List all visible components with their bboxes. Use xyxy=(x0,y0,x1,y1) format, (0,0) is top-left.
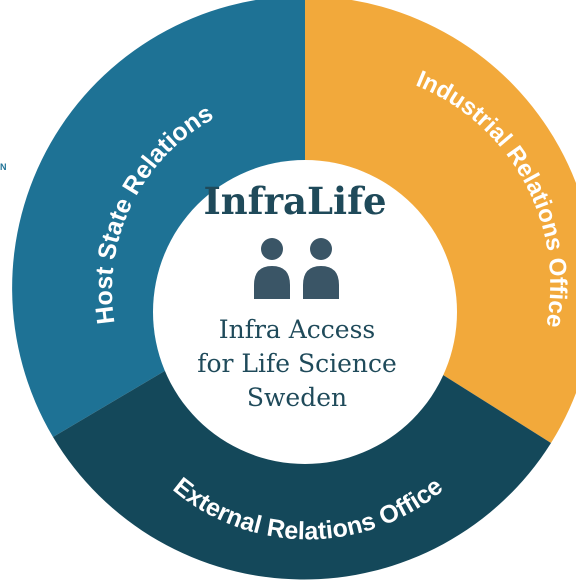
subtitle-line-3: Sweden xyxy=(247,383,347,412)
people-icon xyxy=(254,238,339,299)
center-circle xyxy=(153,160,457,464)
subtitle-line-1: Infra Access xyxy=(219,315,376,344)
industrial-relations-segment xyxy=(305,0,576,443)
edge-text-fragment: N xyxy=(0,162,7,172)
center-title: InfraLife xyxy=(203,179,386,223)
subtitle-line-2: for Life Science xyxy=(197,349,397,378)
